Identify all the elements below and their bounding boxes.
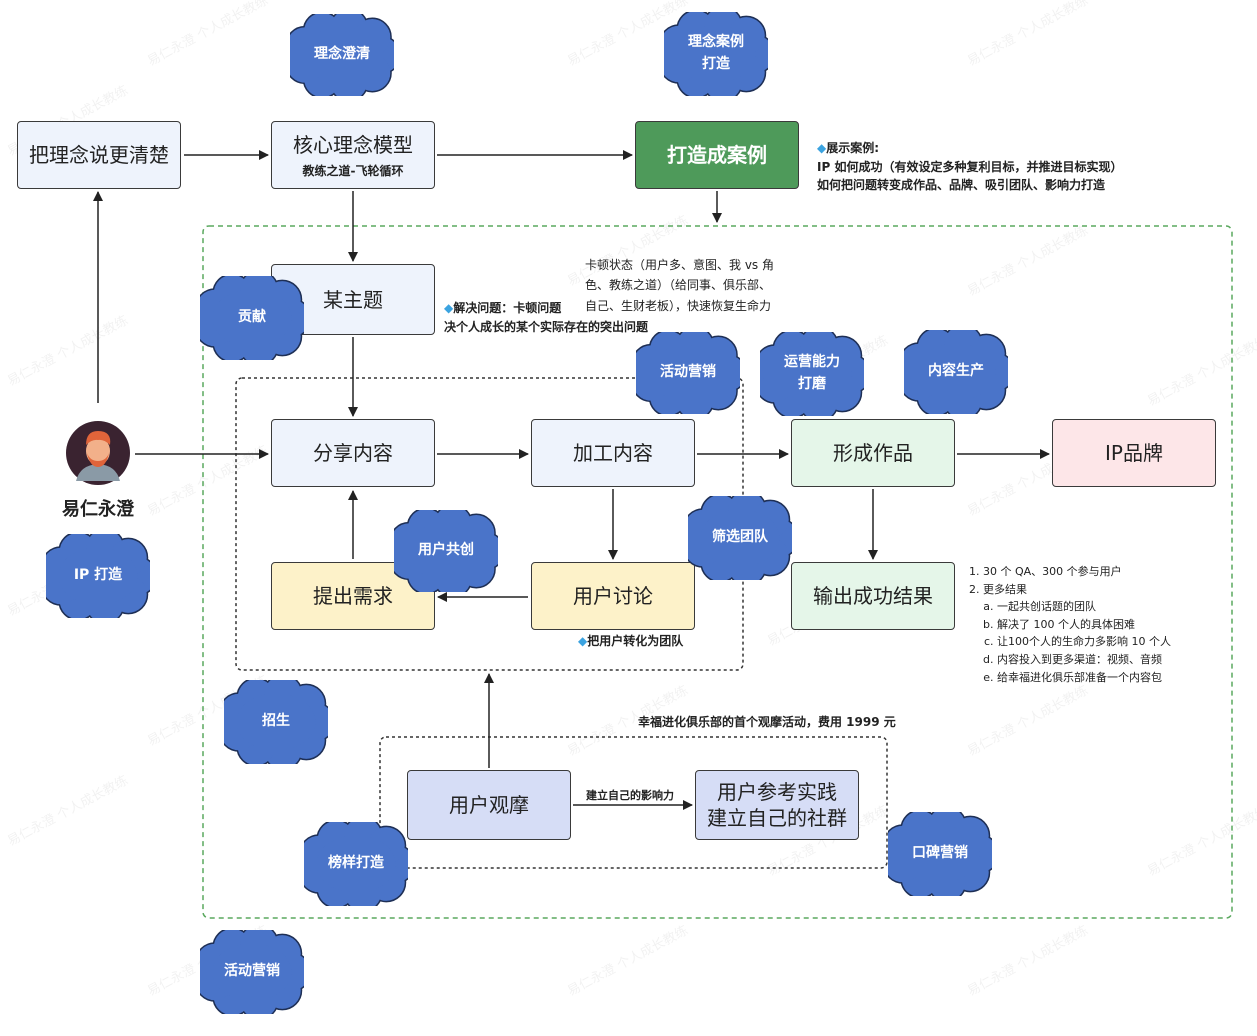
results-sub-c: 让100个人的生命力多影响 10 个人: [997, 633, 1210, 651]
user-discuss-node[interactable]: 用户讨论: [531, 562, 695, 630]
ip-brand-label: IP品牌: [1105, 441, 1163, 465]
process-content-node[interactable]: 加工内容: [531, 419, 695, 487]
results-list: 30 个 QA、300 个参与用户 更多结果 一起共创话题的团队 解决了 100…: [970, 563, 1210, 686]
raise-needs-label: 提出需求: [313, 584, 393, 608]
user-observe-node[interactable]: 用户观摩: [407, 770, 571, 840]
form-works-node[interactable]: 形成作品: [791, 419, 955, 487]
outer-green-dashed-frame: [202, 225, 1233, 919]
share-content-node[interactable]: 分享内容: [271, 419, 435, 487]
cloud-idea-case: 理念案例 打造: [664, 12, 768, 96]
cloud-user-cocreate-label: 用户共创: [418, 542, 474, 559]
showcase-line1: IP 如何成功（有效设定多种复利目标，并推进目标实现）: [817, 159, 1123, 174]
cloud-activity-marketing-2: 活动营销: [200, 930, 304, 1014]
cloud-enroll: 招生: [224, 680, 328, 764]
user-practice-label-1: 用户参考实践: [717, 780, 837, 804]
cloud-role-model-label: 榜样打造: [328, 855, 384, 872]
person-name: 易仁永澄: [62, 499, 134, 520]
results-sub-a: 一起共创话题的团队: [997, 598, 1210, 616]
cloud-idea-clarify-label: 理念澄清: [314, 46, 370, 63]
cloud-user-cocreate: 用户共创: [394, 510, 498, 592]
cloud-screen-team: 筛选团队: [688, 496, 792, 580]
cloud-content-production: 内容生产: [904, 330, 1008, 414]
solve-title: 解决问题：卡顿问题: [453, 301, 562, 315]
user-discuss-label: 用户讨论: [573, 584, 653, 608]
stuck-state-note: 卡顿状态（用户多、意图、我 vs 角色、教练之道）（给同事、俱乐部、自己、生财老…: [585, 258, 774, 313]
results-item-2: 更多结果 一起共创话题的团队 解决了 100 个人的具体困难 让100个人的生命…: [983, 581, 1210, 687]
cloud-ops-ability: 运营能力 打磨: [760, 332, 864, 416]
convert-team-label: 把用户转化为团队: [587, 634, 684, 648]
showcase-title: 展示案例:: [826, 141, 880, 155]
cloud-idea-clarify: 理念澄清: [290, 14, 394, 96]
cloud-ip-build-label: IP 打造: [73, 567, 123, 584]
diamond-icon: ◆: [578, 634, 588, 648]
topic-label: 某主题: [323, 287, 383, 312]
cloud-screen-team-label: 筛选团队: [712, 529, 768, 546]
solve-problem-note: ◆解决问题：卡顿问题 决个人成长的某个实际存在的突出问题: [444, 299, 674, 336]
process-content-label: 加工内容: [573, 441, 653, 465]
cloud-idea-case-label: 理念案例 打造: [688, 34, 744, 72]
clarify-idea-node[interactable]: 把理念说更清楚: [17, 121, 181, 189]
form-works-label: 形成作品: [833, 441, 913, 465]
showcase-line2: 如何把问题转变成作品、品牌、吸引团队、影响力打造: [817, 178, 1106, 193]
cloud-word-of-mouth: 口碑营销: [888, 812, 992, 896]
output-results-label: 输出成功结果: [813, 584, 933, 608]
clarify-idea-label: 把理念说更清楚: [29, 143, 169, 167]
bottom-dashed-frame: [379, 736, 888, 869]
diamond-icon: ◆: [444, 301, 454, 315]
person[interactable]: 易仁永澄: [60, 420, 140, 520]
cloud-role-model: 榜样打造: [304, 822, 408, 906]
share-content-label: 分享内容: [313, 441, 393, 465]
cloud-content-production-label: 内容生产: [928, 363, 984, 380]
cloud-word-of-mouth-label: 口碑营销: [912, 845, 968, 862]
cloud-activity-marketing-2-label: 活动营销: [224, 963, 280, 980]
core-model-sub-label: 教练之道-飞轮循环: [302, 163, 404, 178]
results-sub-d: 内容投入到更多渠道：视频、音频: [997, 651, 1210, 669]
showcase-note: ◆展示案例: IP 如何成功（有效设定多种复利目标，并推进目标实现） 如何把问题…: [817, 139, 1157, 195]
build-case-label: 打造成案例: [667, 143, 767, 167]
cloud-activity-marketing-1-label: 活动营销: [660, 364, 716, 381]
cloud-contribute: 贡献: [200, 276, 304, 360]
output-results-node[interactable]: 输出成功结果: [791, 562, 955, 630]
build-case-node[interactable]: 打造成案例: [635, 121, 799, 189]
diamond-icon: ◆: [817, 141, 827, 155]
cloud-contribute-label: 贡献: [238, 309, 266, 326]
solve-detail: 决个人成长的某个实际存在的突出问题: [444, 319, 649, 334]
user-practice-label-2: 建立自己的社群: [707, 806, 847, 830]
user-practice-node[interactable]: 用户参考实践 建立自己的社群: [695, 770, 859, 840]
results-sub-b: 解决了 100 个人的具体困难: [997, 616, 1210, 634]
core-model-label: 核心理念模型: [293, 132, 413, 157]
results-sub-e: 给幸福进化俱乐部准备一个内容包: [997, 669, 1210, 687]
convert-team-note: ◆把用户转化为团队: [578, 632, 718, 651]
cloud-ops-ability-label: 运营能力 打磨: [784, 354, 840, 392]
user-observe-label: 用户观摩: [449, 793, 529, 817]
cloud-enroll-label: 招生: [262, 713, 290, 730]
results-item-1: 30 个 QA、300 个参与用户: [983, 563, 1210, 581]
ip-brand-node[interactable]: IP品牌: [1052, 419, 1216, 487]
avatar-icon: [66, 421, 130, 485]
cloud-activity-marketing-1: 活动营销: [636, 332, 740, 414]
cloud-ip-build: IP 打造: [46, 534, 150, 618]
core-model-node[interactable]: 核心理念模型 教练之道-飞轮循环: [271, 121, 435, 189]
club-event-note: 幸福进化俱乐部的首个观摩活动，费用 1999 元: [638, 715, 896, 729]
build-influence-label: 建立自己的影响力: [586, 789, 674, 802]
